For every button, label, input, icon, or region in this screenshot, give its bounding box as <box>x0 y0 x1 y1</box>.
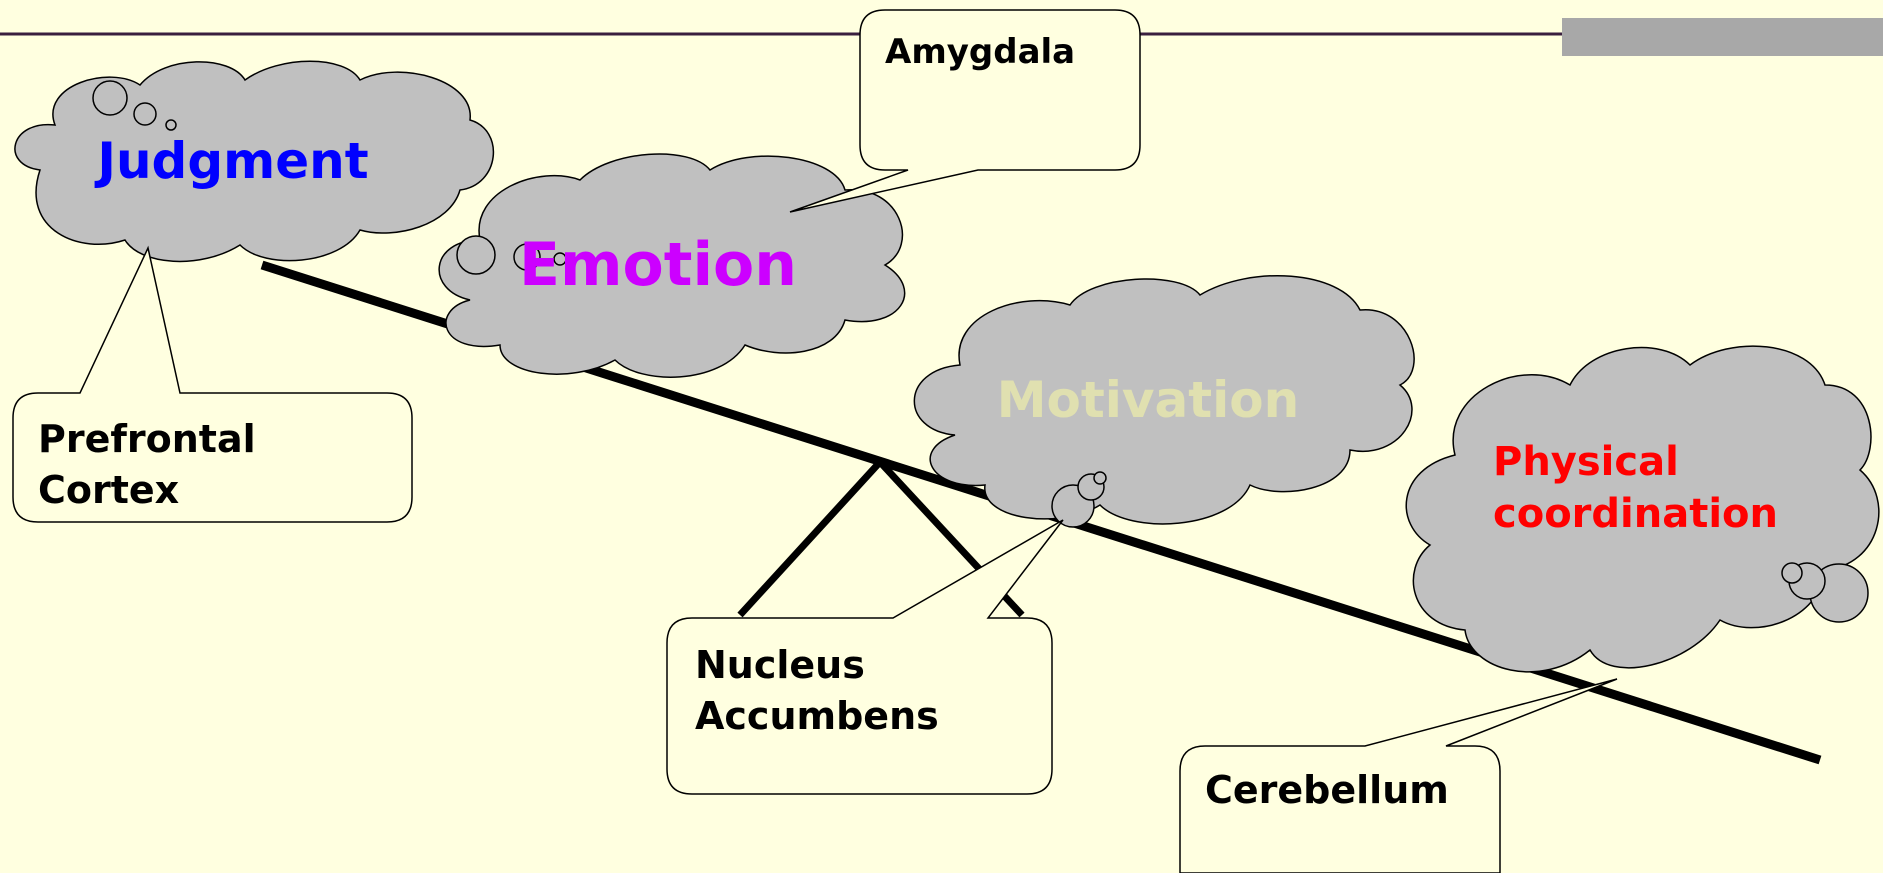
thought-bubble-icon <box>92 80 128 116</box>
thought-bubble-icon <box>456 235 496 275</box>
nucleus-label-line2: Accumbens <box>695 694 939 738</box>
nucleus-accumbens-callout: Nucleus Accumbens <box>666 519 1064 795</box>
judgment-label: Judgment <box>94 132 368 190</box>
amygdala-label: Amygdala <box>885 32 1075 72</box>
cerebellum-callout: Cerebellum <box>1179 678 1618 873</box>
thought-bubble-icon <box>513 243 541 271</box>
motivation-cloud: Motivation <box>913 274 1415 528</box>
thought-bubble-icon <box>165 119 177 131</box>
thought-bubble-icon <box>1093 471 1107 485</box>
nucleus-label-line1: Nucleus <box>695 643 865 687</box>
physical-coordination-cloud: Physical coordination <box>1405 345 1880 673</box>
physical-label-line2: coordination <box>1493 491 1778 537</box>
prefrontal-label-line1: Prefrontal <box>38 417 256 461</box>
emotion-label: Emotion <box>519 230 797 300</box>
cerebellum-label: Cerebellum <box>1205 768 1449 812</box>
prefrontal-label-line2: Cortex <box>38 468 179 512</box>
motivation-label: Motivation <box>997 371 1299 429</box>
physical-label-line1: Physical <box>1493 439 1679 485</box>
emotion-cloud: Emotion <box>438 153 906 378</box>
judgment-cloud: Judgment <box>14 60 495 263</box>
fulcrum-left-leg <box>737 459 883 618</box>
thought-bubble-icon <box>133 102 157 126</box>
prefrontal-cortex-callout: Prefrontal Cortex <box>12 245 413 523</box>
amygdala-callout: Amygdala <box>789 9 1141 213</box>
thought-bubble-icon <box>1781 562 1803 584</box>
header-bar <box>1562 18 1883 56</box>
thought-bubble-icon <box>553 252 567 266</box>
